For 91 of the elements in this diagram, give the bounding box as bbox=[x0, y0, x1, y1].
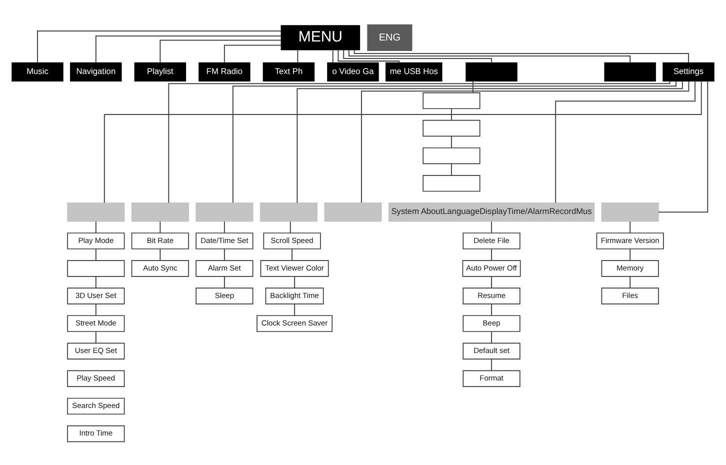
node-box bbox=[260, 202, 318, 222]
connector bbox=[491, 330, 492, 343]
connector bbox=[160, 39, 282, 63]
node-box: Date/Time Set bbox=[196, 232, 254, 249]
connector bbox=[294, 303, 296, 316]
node-box: Resume bbox=[462, 287, 520, 304]
node-box bbox=[422, 174, 480, 192]
connector bbox=[491, 276, 492, 288]
node-box: User EQ Set bbox=[67, 342, 125, 359]
connector bbox=[491, 303, 492, 316]
connector bbox=[630, 276, 631, 288]
connector bbox=[294, 276, 296, 288]
connector bbox=[348, 48, 631, 62]
connector bbox=[354, 48, 689, 63]
node-box: Play Speed bbox=[67, 370, 125, 386]
node-box: Sleep bbox=[196, 287, 254, 304]
connector bbox=[491, 220, 492, 233]
connector bbox=[292, 248, 293, 260]
connector bbox=[160, 220, 161, 233]
connector bbox=[104, 80, 702, 203]
connector bbox=[95, 35, 282, 62]
connector bbox=[224, 276, 225, 288]
node-box bbox=[604, 62, 656, 82]
node-box: Street Mode bbox=[67, 314, 125, 332]
node-box bbox=[601, 202, 659, 222]
node-box: Format bbox=[462, 370, 520, 386]
node-box bbox=[422, 92, 480, 109]
node-box: Memory bbox=[601, 260, 659, 276]
node-box bbox=[131, 202, 189, 222]
node-box: Firmware Version bbox=[596, 232, 664, 249]
node-box: FM Radio bbox=[198, 62, 250, 82]
connector bbox=[37, 30, 282, 62]
node-box bbox=[324, 202, 382, 222]
connector bbox=[95, 330, 96, 343]
connector bbox=[343, 48, 492, 62]
node-box bbox=[422, 146, 480, 164]
node-box: Delete File bbox=[462, 232, 520, 249]
connector bbox=[491, 358, 492, 370]
node-box: System AboutLanguageDisplayTime/AlarmRecordMus bbox=[388, 202, 595, 222]
node-box bbox=[196, 202, 254, 222]
node-box: Bit Rate bbox=[131, 232, 189, 249]
node-box: Auto Power Off bbox=[462, 260, 521, 276]
connector bbox=[332, 49, 334, 63]
label: ENG bbox=[378, 32, 401, 43]
connector bbox=[224, 44, 282, 63]
node-box: Music bbox=[12, 62, 64, 82]
connector bbox=[450, 135, 452, 148]
node-box: Play Mode bbox=[67, 232, 125, 249]
node-box: Auto Sync bbox=[131, 260, 189, 276]
node-box: 3D User Set bbox=[67, 287, 125, 304]
node-box: Playlist bbox=[134, 62, 186, 82]
node-box: Beep bbox=[462, 314, 520, 332]
node-box: Backlight Time bbox=[265, 287, 324, 304]
connector bbox=[95, 248, 96, 260]
node-box: Text Viewer Color bbox=[260, 260, 329, 276]
connector bbox=[450, 162, 452, 176]
connector bbox=[224, 248, 225, 260]
node-box: Intro Time bbox=[67, 424, 125, 442]
connector bbox=[630, 248, 631, 260]
node-box bbox=[67, 202, 125, 222]
node-box: Settings bbox=[662, 62, 714, 82]
connector bbox=[658, 80, 708, 212]
connector bbox=[290, 220, 291, 233]
connector bbox=[491, 248, 492, 260]
connector bbox=[224, 220, 225, 233]
connector bbox=[160, 248, 161, 260]
node-box: Files bbox=[601, 287, 659, 304]
connector bbox=[95, 220, 96, 233]
connector bbox=[450, 108, 452, 120]
node-box: Scroll Speed bbox=[263, 232, 321, 249]
connector bbox=[360, 80, 690, 203]
connector bbox=[555, 80, 696, 203]
node-box bbox=[466, 62, 518, 82]
node-box: MENU bbox=[280, 24, 360, 50]
connector bbox=[472, 80, 474, 93]
node-box bbox=[67, 260, 125, 276]
node-box: Clock Screen Saver bbox=[256, 314, 333, 332]
connector bbox=[95, 276, 96, 288]
node-box: Alarm Set bbox=[196, 260, 254, 276]
connector bbox=[95, 303, 96, 316]
node-box: Default set bbox=[462, 342, 520, 359]
connector bbox=[338, 48, 400, 62]
connector bbox=[297, 49, 298, 63]
node-box: Text Ph bbox=[262, 62, 315, 82]
node-box: me USB Hos bbox=[386, 62, 442, 82]
node-box: Search Speed bbox=[67, 397, 125, 414]
node-box: o Video Ga bbox=[327, 62, 379, 82]
connector bbox=[630, 220, 631, 233]
node-box: Navigation bbox=[70, 62, 122, 82]
node-box bbox=[422, 119, 480, 136]
connector bbox=[296, 80, 683, 203]
